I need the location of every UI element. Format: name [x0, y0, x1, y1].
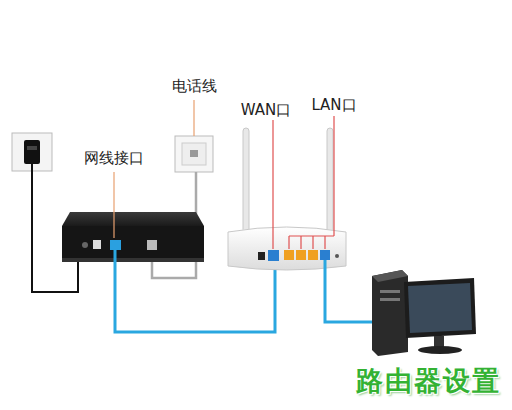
callout-label: 电话线 [170, 77, 219, 95]
leader-line [113, 172, 114, 238]
modem [62, 212, 204, 262]
leader-line [272, 120, 273, 249]
callout-label: 网线接口 [82, 149, 146, 167]
callout-label: WAN口 [239, 101, 294, 119]
callout-label: LAN口 [309, 96, 358, 114]
phone-jack [175, 136, 213, 172]
router [228, 128, 346, 270]
ethernet-cable [325, 260, 372, 322]
watermark: 路由器设置 [356, 365, 501, 397]
lan-bracket [289, 116, 334, 249]
computer [372, 270, 476, 356]
leader-line [193, 100, 194, 136]
